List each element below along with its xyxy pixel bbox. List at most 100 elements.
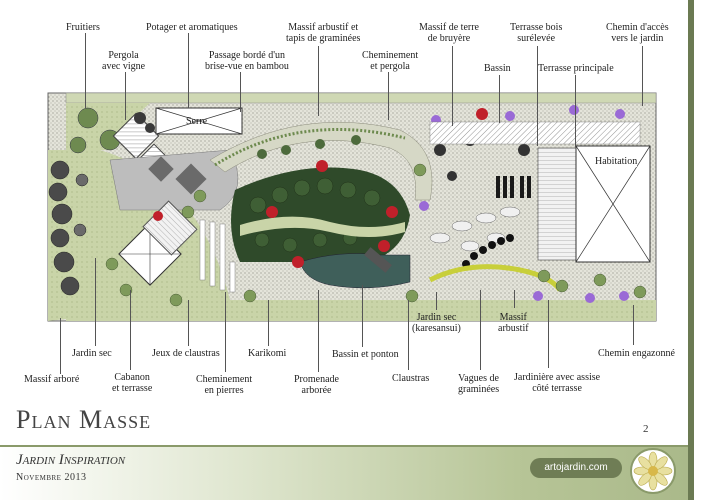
label-terrasse-bois-line2: surélevée <box>517 33 556 44</box>
purple-flowers <box>419 105 629 303</box>
label-passage: Passage bordé d'un brise-vue en bambou <box>205 50 289 72</box>
leader-vagues <box>480 290 481 370</box>
brand-name: Jardin Inspiration <box>16 452 126 468</box>
ponton <box>364 247 392 273</box>
label-potager: Potager et aromatiques <box>146 22 238 33</box>
claustras-stripes <box>199 219 236 293</box>
label-terrasse-bois: Terrasse bois surélevée <box>510 22 562 44</box>
leader-chemin-acces <box>642 46 643 106</box>
leader-massif-arbustif-bas <box>514 290 515 308</box>
label-cheminement-pierres: Cheminement en pierres <box>196 374 252 396</box>
habitation-house <box>575 145 651 263</box>
label-chemin-acces-line2: vers le jardin <box>611 33 664 44</box>
label-passage-line2: brise-vue en bambou <box>205 61 289 72</box>
website-badge[interactable]: artojardin.com <box>530 458 622 478</box>
label-pergola-line1: Pergola <box>108 50 139 61</box>
karesansui-stones <box>462 234 514 268</box>
massif-arbore-shrubs <box>48 160 89 296</box>
label-fruitiers: Fruitiers <box>66 22 100 33</box>
label-terrasse-bois-line1: Terrasse bois <box>510 22 563 33</box>
bamboo-passage <box>209 121 433 201</box>
label-cheminement-pierres-line1: Cheminement <box>196 374 253 385</box>
leader-karesansui <box>436 292 437 310</box>
leader-jardiniere <box>548 300 549 368</box>
label-karesansui-line1: Jardin sec <box>416 312 457 323</box>
label-vagues: Vagues de graminées <box>458 373 499 395</box>
label-chemin-acces: Chemin d'accès vers le jardin <box>606 22 669 44</box>
label-jardiniere-line2: côté terrasse <box>532 383 582 394</box>
label-bassin-ponton: Bassin et ponton <box>332 349 399 360</box>
label-pergola-vigne: Pergola avec vigne <box>102 50 145 72</box>
bamboo-row <box>214 127 406 167</box>
label-vagues-line2: graminées <box>458 384 500 395</box>
label-karikomi: Karikomi <box>248 348 287 359</box>
flower-logo-icon <box>630 448 676 494</box>
label-cheminement-pergola-line1: Cheminement <box>362 50 419 61</box>
label-jardin-sec: Jardin sec <box>72 348 112 359</box>
label-bruyere: Massif de terre de bruyère <box>419 22 479 44</box>
label-cheminement-pergola-line2: et pergola <box>370 61 410 72</box>
label-cheminement-pierres-line2: en pierres <box>204 385 244 396</box>
label-massif-arbustif-line2: tapis de graminées <box>286 33 361 44</box>
red-flowers <box>153 108 488 268</box>
label-bassin: Bassin <box>484 63 511 74</box>
leader-massif-arbustif <box>318 46 319 116</box>
leader-potager <box>188 33 189 108</box>
leader-jeux-claustras <box>188 300 189 346</box>
label-jardiniere-line1: Jardinière avec assise <box>514 372 601 383</box>
leader-bassin <box>499 75 500 123</box>
leader-terrasse-principale <box>575 75 576 147</box>
karikomi-clumps <box>249 177 381 253</box>
leader-karikomi <box>268 300 269 346</box>
karikomi-lawn-band <box>240 216 405 237</box>
right-accent-bar <box>688 0 694 500</box>
leader-claustras <box>408 300 409 370</box>
bottom-lawn-path <box>66 300 656 321</box>
leader-jardin-sec <box>95 258 96 346</box>
label-cabanon: Cabanon et terrasse <box>112 372 152 394</box>
label-promenade-line2: arborée <box>301 385 332 396</box>
label-massif-arbustif-bas-line2: arbustif <box>498 323 529 334</box>
label-promenade-line1: Promenade <box>294 374 339 385</box>
label-massif-arbustif: Massif arbustif et tapis de graminées <box>286 22 360 44</box>
terrasse-principale <box>537 147 577 261</box>
label-serre: Serre <box>186 116 208 127</box>
footer-divider <box>0 445 688 447</box>
label-massif-arbustif-line1: Massif arbustif et <box>288 22 359 33</box>
label-claustras: Claustras <box>392 373 430 384</box>
leader-fruitiers <box>85 33 86 108</box>
leader-cheminement-pergola <box>388 72 389 120</box>
label-chemin-engazonne: Chemin engazonné <box>598 348 675 359</box>
label-jardiniere: Jardinière avec assise côté terrasse <box>514 372 600 394</box>
document-date: Novembre 2013 <box>16 472 87 483</box>
graminees-waves <box>428 264 563 292</box>
leader-passage <box>240 72 241 112</box>
leader-cabanon <box>130 290 131 370</box>
label-vagues-line1: Vagues de <box>458 373 499 384</box>
label-cabanon-line2: et terrasse <box>112 383 153 394</box>
label-cheminement-pergola: Cheminement et pergola <box>362 50 418 72</box>
terrasse-bois-bars <box>496 176 531 198</box>
label-habitation: Habitation <box>595 156 638 167</box>
label-promenade: Promenade arborée <box>294 374 339 396</box>
page-title: Plan Masse <box>16 405 152 434</box>
dark-tree-clumps <box>257 135 361 159</box>
page-number: 2 <box>643 423 649 435</box>
leader-massif-arbore <box>60 318 61 374</box>
label-chemin-acces-line1: Chemin d'accès <box>606 22 669 33</box>
label-passage-line1: Passage bordé d'un <box>208 50 286 61</box>
label-cabanon-line1: Cabanon <box>114 372 150 383</box>
label-terrasse-principale: Terrasse principale <box>538 63 614 74</box>
bassin-north <box>429 121 641 145</box>
top-hedge <box>65 92 657 104</box>
label-pergola-line2: avec vigne <box>102 61 146 72</box>
label-karesansui: Jardin sec (karesansui) <box>412 312 461 334</box>
label-massif-arbore: Massif arboré <box>24 374 80 385</box>
label-bruyere-line2: de bruyère <box>427 33 471 44</box>
stepping-stones <box>429 206 521 252</box>
label-bruyere-line1: Massif de terre <box>419 22 479 33</box>
leader-promenade <box>318 290 319 372</box>
green-shrubs <box>105 163 647 307</box>
leader-pergola <box>125 72 126 120</box>
